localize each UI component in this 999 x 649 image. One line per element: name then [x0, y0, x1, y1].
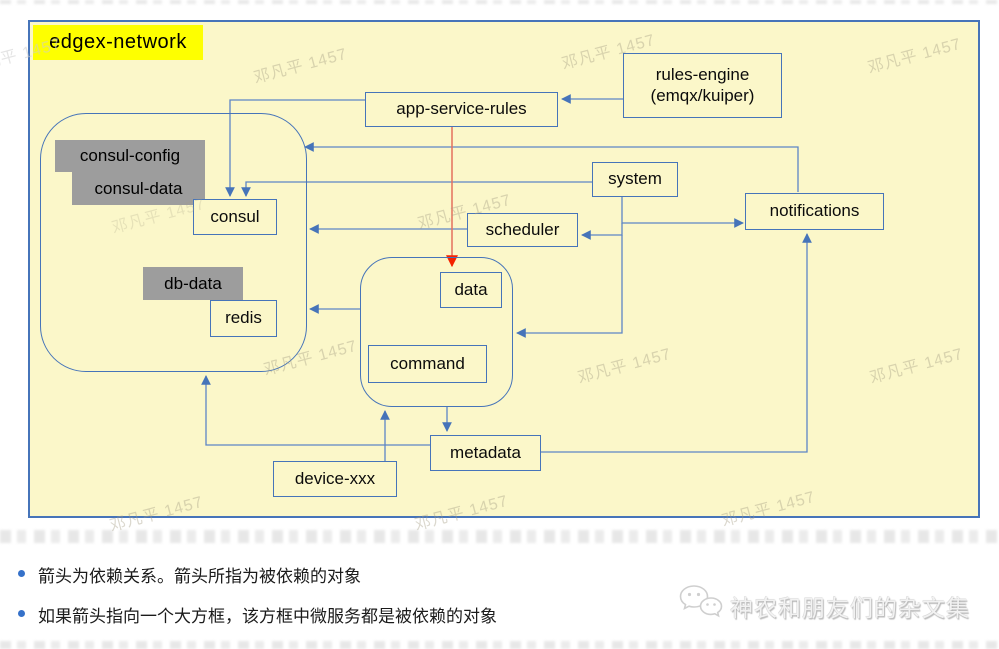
watermark-strip-top	[0, 0, 999, 4]
node-rules-engine-line2: (emqx/kuiper)	[650, 85, 755, 105]
bullet-dot	[18, 570, 25, 577]
node-rules-engine: rules-engine (emqx/kuiper)	[623, 53, 782, 118]
edgex-network-label: edgex-network	[33, 25, 203, 60]
volume-label-db-data: db-data	[143, 267, 243, 300]
node-consul: consul	[193, 199, 277, 235]
node-scheduler: scheduler	[467, 213, 578, 247]
volume-label-consul-config: consul-config	[55, 140, 205, 172]
brand-name: 神农和朋友们的杂文集	[730, 594, 970, 621]
node-notifications: notifications	[745, 193, 884, 230]
legend-bullet-1: 箭头为依赖关系。箭头所指为被依赖的对象	[38, 567, 361, 586]
wechat-logo-icon	[678, 583, 724, 628]
volume-label-consul-data: consul-data	[72, 172, 205, 205]
node-data: data	[440, 272, 502, 308]
node-system: system	[592, 162, 678, 197]
consul-group-frame	[40, 113, 307, 372]
bullet-dot	[18, 610, 25, 617]
data-command-group-frame	[360, 257, 513, 407]
node-device-xxx: device-xxx	[273, 461, 397, 497]
node-redis: redis	[210, 300, 277, 337]
node-metadata: metadata	[430, 435, 541, 471]
watermark-strip-middle	[0, 530, 999, 543]
node-rules-engine-line1: rules-engine	[655, 65, 750, 85]
brand-footer: 神农和朋友们的杂文集	[678, 583, 970, 628]
legend-bullet-2: 如果箭头指向一个大方框，该方框中微服务都是被依赖的对象	[38, 607, 497, 626]
node-app-service-rules: app-service-rules	[365, 92, 558, 127]
watermark-strip-bottom	[0, 641, 999, 649]
node-command: command	[368, 345, 487, 383]
